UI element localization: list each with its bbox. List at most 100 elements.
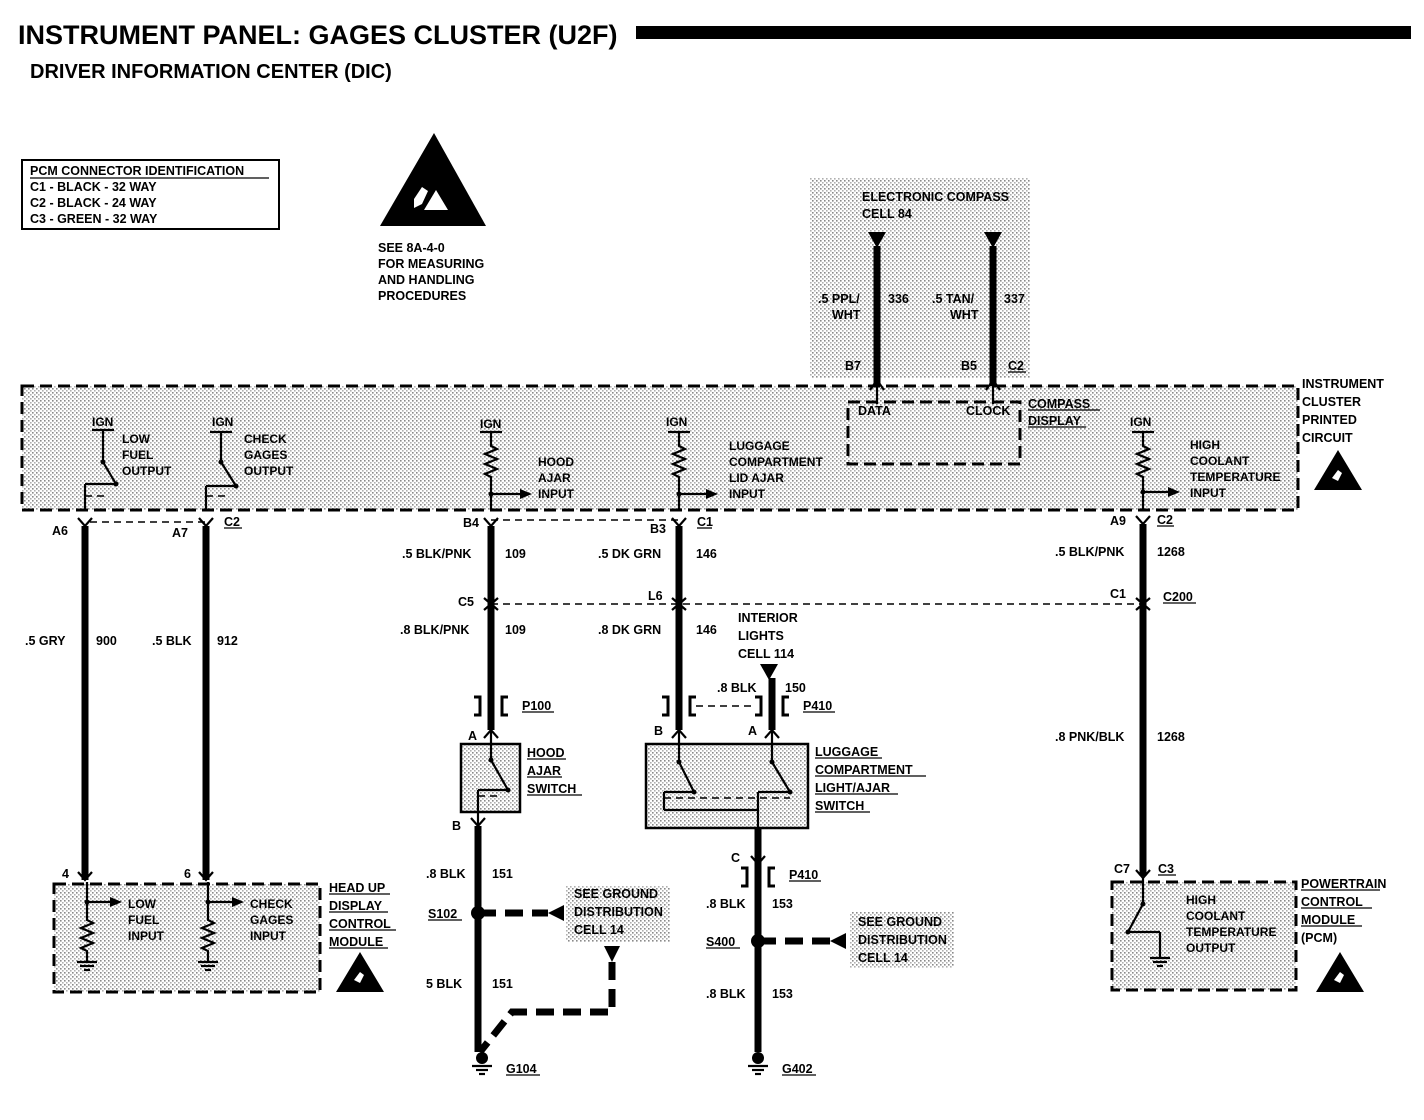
data-label: DATA (858, 404, 891, 418)
hood-ajar-input-label: INPUT (538, 487, 575, 501)
esd-note-line: SEE 8A-4-0 (378, 241, 445, 255)
hud-check-gages-input: CHECK GAGES INPUT (198, 882, 293, 972)
hood-switch-label: HOOD (527, 746, 565, 760)
wire-gauge-label: .5 BLK/PNK (402, 547, 471, 561)
esd-warning-icon (380, 133, 486, 226)
check-gages-label: OUTPUT (244, 464, 294, 478)
wire-gauge-label: .8 PNK/BLK (1055, 730, 1124, 744)
pin-label: 6 (184, 867, 191, 881)
ign-label: IGN (666, 415, 687, 429)
wire-circuit-label: 109 (505, 623, 526, 637)
wire-circuit-label: 150 (785, 681, 806, 695)
hud-low-fuel-label: INPUT (128, 929, 165, 943)
wire-gauge-label: .5 BLK (152, 634, 192, 648)
connector-label: C3 (1158, 862, 1174, 876)
hud-module-name: MODULE (329, 935, 383, 949)
cluster-name: CLUSTER (1302, 395, 1361, 409)
ground-g402-icon (748, 1052, 768, 1076)
pcm-connector-id-box: PCM CONNECTOR IDENTIFICATION C1 - BLACK … (21, 159, 280, 230)
wire-circuit-label: 1268 (1157, 545, 1185, 559)
wire-gauge-label: .8 BLK/PNK (400, 623, 469, 637)
pcm-output-label: HIGH (1186, 893, 1216, 907)
pin-label: B7 (845, 359, 861, 373)
wire-circuit-label: 337 (1004, 292, 1025, 306)
pin-label: A (748, 724, 757, 738)
pin-label: B4 (463, 516, 479, 530)
connector-arrow-icon (604, 946, 620, 962)
title-bar (636, 26, 1411, 39)
wire-circuit-label: 151 (492, 867, 513, 881)
pin-label: A9 (1110, 514, 1126, 528)
ground-label: G104 (506, 1062, 537, 1076)
interior-lights-label: LIGHTS (738, 629, 784, 643)
page-subtitle: DRIVER INFORMATION CENTER (DIC) (30, 61, 392, 83)
hud-low-fuel-input: LOW FUEL INPUT (77, 882, 165, 972)
wire-circuit-label: 153 (772, 897, 793, 911)
interior-lights-label: INTERIOR (738, 611, 798, 625)
hud-module-name: CONTROL (329, 917, 391, 931)
wire-gauge-label: .8 BLK (706, 897, 746, 911)
check-gages-label: CHECK (244, 432, 287, 446)
hud-check-gages-label: CHECK (250, 897, 293, 911)
wire-gauge-label: WHT (832, 308, 861, 322)
pin-label: C1 (1110, 587, 1126, 601)
hood-ajar-input-label: AJAR (538, 471, 571, 485)
pcm-output-label: COOLANT (1186, 909, 1246, 923)
pcm-module-name: POWERTRAIN (1301, 877, 1386, 891)
luggage-input-label: INPUT (729, 487, 766, 501)
pin-label: C7 (1114, 862, 1130, 876)
compass-title: ELECTRONIC COMPASS (862, 190, 1009, 204)
pin-label: B (452, 819, 461, 833)
pin-label: A (468, 729, 477, 743)
luggage-switch-label: LIGHT/AJAR (815, 781, 890, 795)
connector-arrow-icon (548, 905, 564, 921)
wire-circuit-label: 912 (217, 634, 238, 648)
ign-label: IGN (1130, 415, 1151, 429)
compass-display-label: COMPASS (1028, 397, 1090, 411)
splice-label: S400 (706, 935, 735, 949)
compass-display-label: DISPLAY (1028, 414, 1082, 428)
splice-label: S102 (428, 907, 457, 921)
wire-gauge-label: .5 GRY (25, 634, 66, 648)
luggage-switch-label: COMPARTMENT (815, 763, 913, 777)
low-fuel-label: OUTPUT (122, 464, 172, 478)
see-ground-label: CELL 14 (858, 951, 908, 965)
luggage-switch-label: LUGGAGE (815, 745, 878, 759)
ign-label: IGN (480, 417, 501, 431)
connector-label: C2 (1008, 359, 1024, 373)
hud-module-name: HEAD UP (329, 881, 385, 895)
pin-label: C5 (458, 595, 474, 609)
pin-label: C (731, 851, 740, 865)
connector-label: P100 (522, 699, 551, 713)
instrument-cluster-box (20, 384, 1300, 512)
esd-note-line: PROCEDURES (378, 289, 466, 303)
pin-label: L6 (648, 589, 663, 603)
coolant-input-label: COOLANT (1190, 454, 1250, 468)
see-ground-label: CELL 14 (574, 923, 624, 937)
check-gages-output-switch: IGN CHECK GAGES OUTPUT (204, 415, 294, 510)
ground-g104-icon (472, 1052, 492, 1076)
wire-circuit-label: 109 (505, 547, 526, 561)
pcm-output-label: OUTPUT (1186, 941, 1236, 955)
connector-arrow-icon (868, 232, 886, 248)
wire-circuit-label: 336 (888, 292, 909, 306)
compass-cell: CELL 84 (862, 207, 912, 221)
hood-switch-label: AJAR (527, 764, 561, 778)
esd-note-line: AND HANDLING (378, 273, 475, 287)
connector-label: C200 (1163, 590, 1193, 604)
wire-circuit-label: 1268 (1157, 730, 1185, 744)
see-ground-label: SEE GROUND (574, 887, 658, 901)
hood-ajar-input: IGN HOOD AJAR INPUT (480, 417, 575, 510)
pcm-module-name: MODULE (1301, 913, 1355, 927)
luggage-input-label: LUGGAGE (729, 439, 790, 453)
hud-check-gages-label: INPUT (250, 929, 287, 943)
wire-gauge-label: .5 TAN/ (932, 292, 975, 306)
wire-gauge-label: .5 BLK/PNK (1055, 545, 1124, 559)
pin-label: B3 (650, 522, 666, 536)
coolant-input-label: TEMPERATURE (1190, 470, 1280, 484)
pin-label: B (654, 724, 663, 738)
p410-connector (662, 695, 789, 717)
low-fuel-output-switch: IGN LOW FUEL OUTPUT (83, 415, 172, 510)
compass-display-box (846, 400, 1022, 466)
pcm-module-name: (PCM) (1301, 931, 1337, 945)
